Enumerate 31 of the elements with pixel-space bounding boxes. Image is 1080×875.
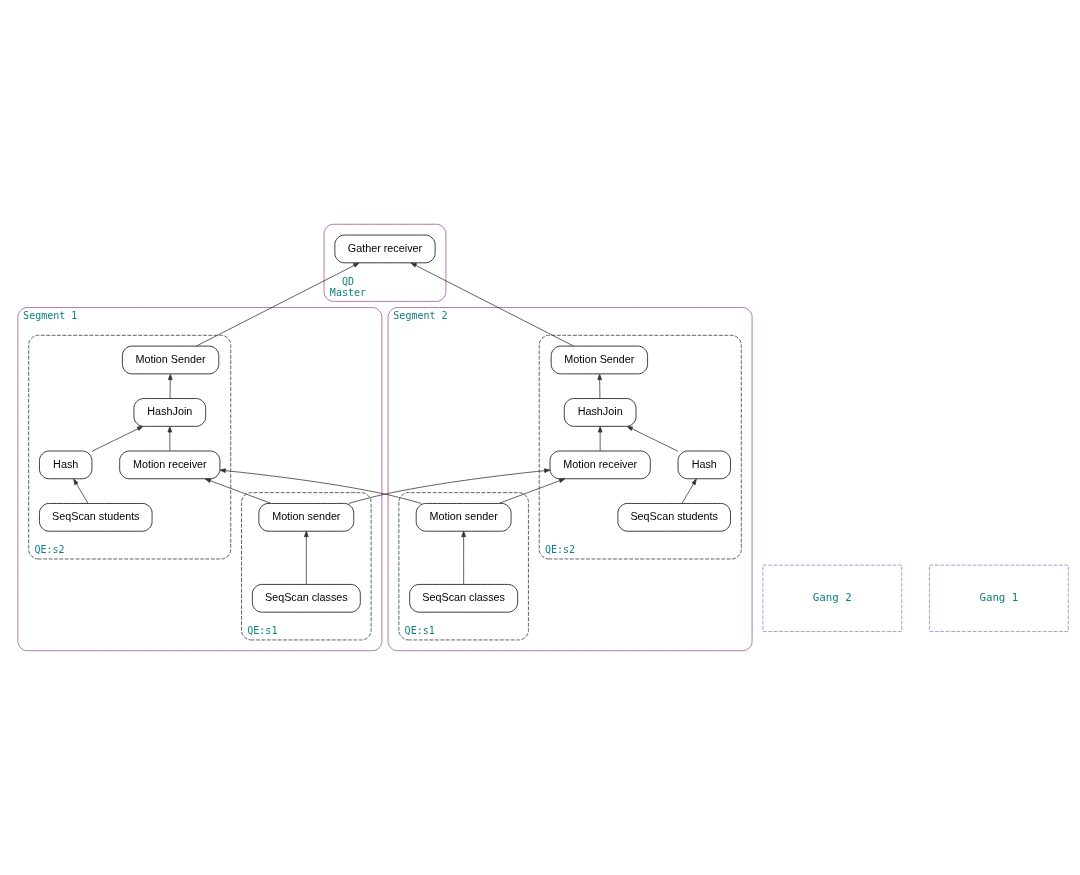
node-box: Motion receiver [119, 450, 221, 480]
node-box: Gang 1 [929, 564, 1069, 632]
arrow [196, 262, 360, 347]
arrow [626, 426, 679, 452]
node-box: Gang 2 [762, 564, 903, 632]
arrow [461, 530, 466, 585]
node-box: Gather receiver [334, 234, 436, 264]
arrow [167, 426, 173, 452]
arrow [91, 426, 144, 452]
node-box: SeqScan classes [409, 584, 518, 613]
node-box: Motion Sender [122, 345, 220, 375]
arrow [168, 373, 173, 399]
node-box: SeqScan students [617, 503, 731, 532]
node-box: SeqScan classes [251, 584, 361, 613]
arrow [204, 478, 272, 504]
node-box: Motion sender [415, 503, 512, 532]
node-box: Hash [677, 450, 731, 480]
arrow [597, 426, 603, 452]
arrow [73, 478, 89, 504]
node-box: Hash [39, 450, 93, 480]
node-box: Motion sender [258, 503, 355, 532]
arrow [681, 478, 697, 504]
node-box: Motion Sender [550, 345, 648, 375]
arrow [348, 468, 551, 504]
arrow [219, 468, 422, 504]
node-box: SeqScan students [39, 503, 153, 532]
node-box: HashJoin [133, 398, 207, 427]
arrow [597, 373, 602, 399]
arrow [304, 530, 309, 585]
node-box: Motion receiver [549, 450, 651, 480]
node-box: HashJoin [563, 398, 637, 427]
